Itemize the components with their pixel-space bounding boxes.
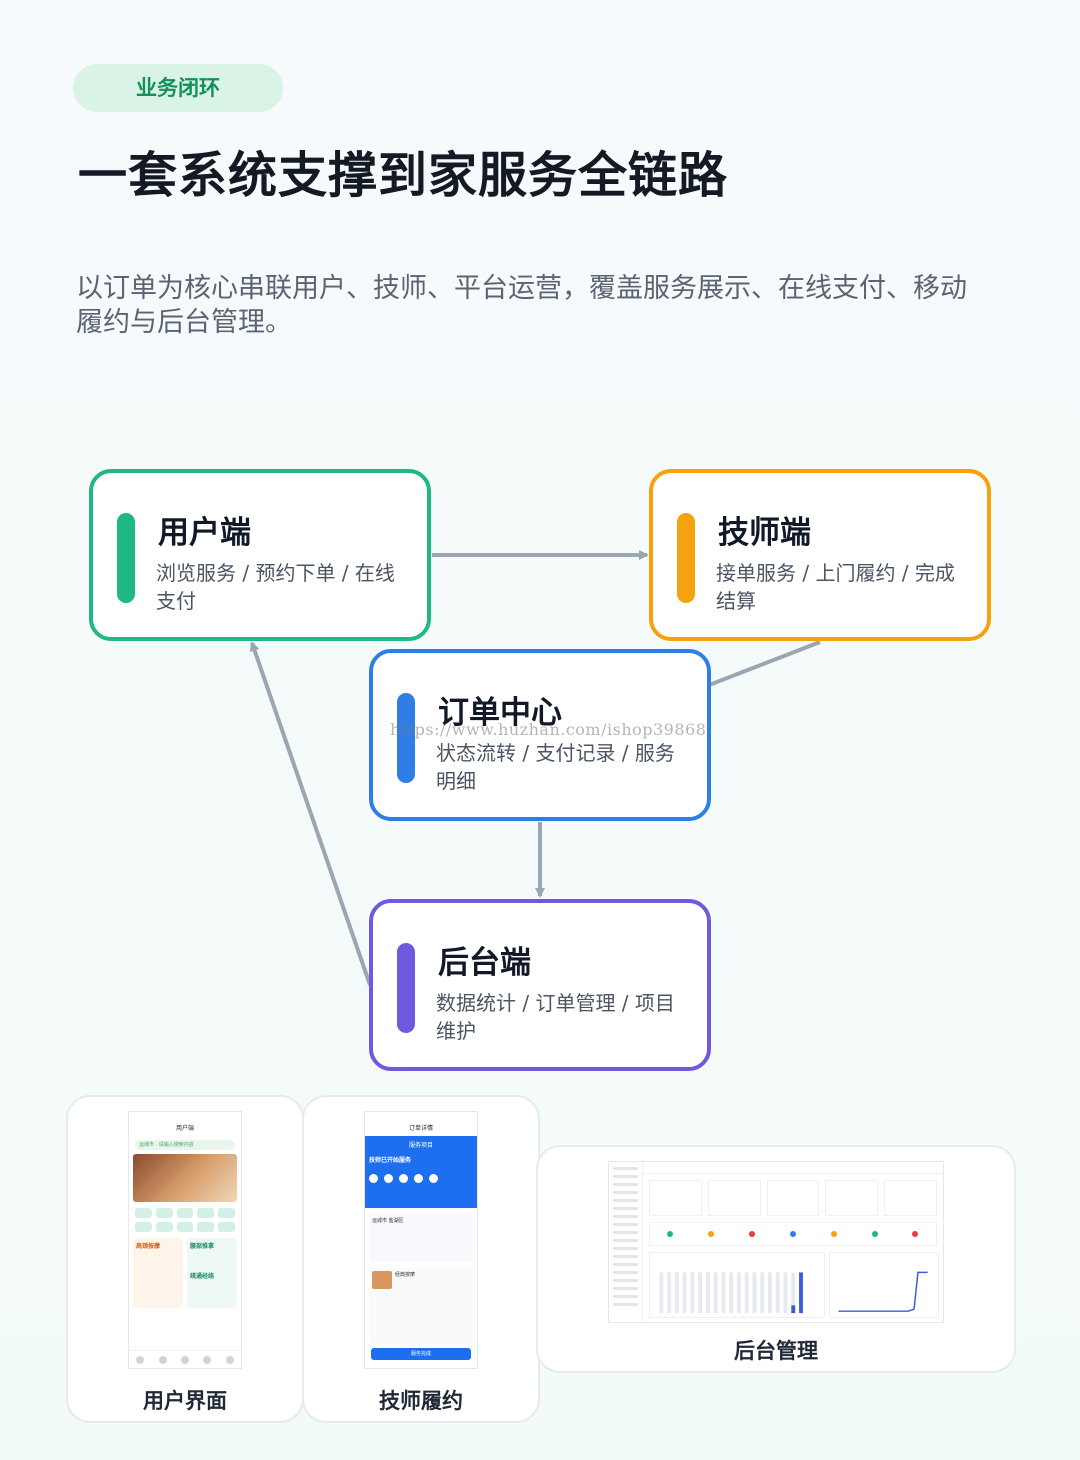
node-title: 技师端 [718, 515, 811, 551]
technician-app-screenshot: 订单详情 服务项目 技师已开始服务 运城市 盐湖区 经典按摩 服务完成 [364, 1111, 478, 1369]
bottom-nav [129, 1350, 241, 1368]
watermark: https://www.huzhan.com/ishop39868 [390, 720, 707, 739]
admin-sidebar [609, 1162, 643, 1322]
service-item: 经典按摩 [369, 1268, 473, 1344]
admin-shortcuts [649, 1222, 937, 1246]
node-description: 数据统计 / 订单管理 / 项目维护 [436, 991, 675, 1043]
card-label: 技师履约 [379, 1389, 463, 1413]
promo-card: 肩颈按摩 [133, 1238, 183, 1308]
user-app-screenshot: 用户端 运城市 · 请输入搜索内容 肩颈按摩 腰部推拿疏通经络 [128, 1111, 242, 1369]
promo-row: 肩颈按摩 腰部推拿疏通经络 [133, 1238, 237, 1308]
admin-stat-cards [649, 1180, 937, 1216]
card-label: 用户界面 [143, 1389, 227, 1413]
card-label: 后台管理 [734, 1339, 818, 1363]
service-item-name: 经典按摩 [395, 1272, 416, 1278]
node-admin: 后台端 数据统计 / 订单管理 / 项目维护 [369, 899, 711, 1071]
status-banner: 服务项目 技师已开始服务 [365, 1136, 477, 1208]
promo-card: 腰部推拿疏通经络 [187, 1238, 237, 1308]
promo-card-title: 疏通经络 [190, 1273, 215, 1280]
status-bar [365, 1112, 477, 1122]
admin-dashboard-screenshot [608, 1161, 944, 1323]
service-status: 技师已开始服务 [369, 1157, 412, 1164]
accent-bar [117, 513, 135, 603]
node-user: 用户端 浏览服务 / 预约下单 / 在线支付 [89, 469, 431, 641]
node-title: 订单中心 [438, 695, 562, 731]
service-thumbnail [372, 1271, 392, 1289]
page-subtitle: 以订单为核心串联用户、技师、平台运营，覆盖服务展示、在线支付、移动履约与后台管理… [76, 273, 967, 338]
status-bar [129, 1112, 241, 1122]
node-description: 接单服务 / 上门履约 / 完成结算 [716, 561, 955, 613]
progress-steps [369, 1174, 473, 1183]
search-placeholder: 请输入搜索内容 [158, 1142, 194, 1148]
arrow-admin-to-user [249, 641, 372, 986]
category-grid [135, 1208, 235, 1232]
page-title: 一套系统支撑到家服务全链路 [78, 147, 729, 204]
screenshot-card-admin: 后台管理 [536, 1145, 1016, 1373]
admin-bar-chart [649, 1252, 825, 1318]
accent-bar [397, 943, 415, 1033]
node-title: 用户端 [158, 515, 251, 551]
node-description: 浏览服务 / 预约下单 / 在线支付 [156, 561, 395, 613]
screenshot-card-technician: 订单详情 服务项目 技师已开始服务 运城市 盐湖区 经典按摩 服务完成 技师履约 [302, 1095, 540, 1423]
accent-bar [677, 513, 695, 603]
promo-card-title: 腰部推拿 [190, 1243, 215, 1250]
complete-service-button: 服务完成 [371, 1348, 471, 1360]
node-title: 后台端 [438, 945, 531, 981]
hero-image [133, 1154, 237, 1202]
node-description: 状态流转 / 支付记录 / 服务明细 [436, 741, 675, 793]
section-tag: 业务闭环 [73, 64, 283, 112]
location-text: 运城市 [139, 1142, 155, 1148]
admin-line-chart [829, 1252, 939, 1318]
address-info: 运城市 盐湖区 [369, 1214, 473, 1262]
screenshot-card-user: 用户端 运城市 · 请输入搜索内容 肩颈按摩 腰部推拿疏通经络 用户界面 [66, 1095, 304, 1423]
banner-header: 服务项目 [408, 1142, 433, 1149]
node-technician: 技师端 接单服务 / 上门履约 / 完成结算 [649, 469, 991, 641]
search-bar: 运城市 · 请输入搜索内容 [135, 1140, 235, 1150]
app-title: 用户端 [175, 1125, 194, 1132]
admin-topbar [643, 1162, 943, 1174]
accent-bar [397, 693, 415, 783]
app-title: 订单详情 [408, 1125, 433, 1132]
node-order-center: 订单中心 状态流转 / 支付记录 / 服务明细 [369, 649, 711, 821]
